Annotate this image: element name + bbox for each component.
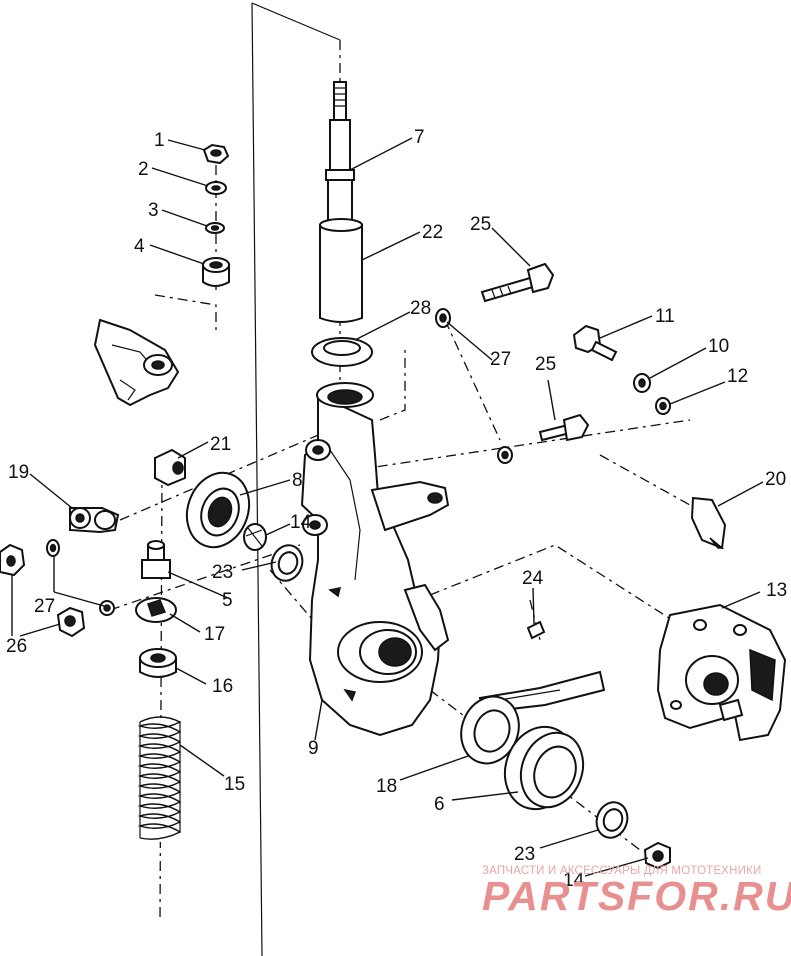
nut-part-1 [202,143,230,165]
brake-caliper-part-13 [656,603,787,742]
washer-part-2 [205,181,227,195]
fitting-part-5 [141,540,171,579]
callout-24: 24 [522,568,544,589]
fitting-part-21 [154,448,186,487]
callout-14-upper: 14 [290,512,312,533]
frame-line-left [251,2,263,956]
drum-part-6 [503,725,585,811]
washer-part-3 [205,222,225,234]
watermark-logo: PARTSFOR.RU [482,873,791,919]
seal-part-8 [185,471,251,549]
callout-13: 13 [766,580,787,601]
washer-part-27-left-lower [99,600,115,616]
bushing-part-4 [202,257,230,287]
callout-27-upper: 27 [490,349,511,370]
callout-23-lower: 23 [514,844,535,865]
nut-part-26-lower [56,606,86,638]
callout-5: 5 [222,590,233,611]
callout-12: 12 [727,366,748,387]
washer-part-27-upper [435,308,451,328]
retainer-part-17 [135,597,177,623]
washer-part-12 [655,397,671,415]
bearing-part-14-upper [243,523,267,551]
watermark-tagline: ЗАПЧАСТИ И АКСЕССУАРЫ ДЛЯ МОТОТЕХНИКИ [482,865,762,877]
callout-9: 9 [308,738,319,759]
callout-3: 3 [148,200,159,221]
steering-knuckle-part-9 [300,382,450,737]
race-part-23-upper [270,544,304,582]
callout-17: 17 [204,624,225,645]
callout-1: 1 [154,130,165,151]
bolt-part-25-upper [480,262,555,303]
race-part-23-lower [595,801,629,839]
spindle-shaft-part-7 [325,81,355,226]
race-part-18 [460,695,520,765]
callout-19: 19 [8,462,29,483]
callout-11: 11 [655,306,675,327]
callout-27-left: 27 [34,596,55,617]
grease-fitting-part-24 [526,620,546,640]
callout-10: 10 [708,336,729,357]
callout-15: 15 [224,774,245,795]
frame-line-top [251,2,341,41]
spring-part-15 [137,716,182,842]
bearing-part-14-lower [643,841,671,870]
seal-ring-part-28 [311,337,373,367]
callout-18: 18 [376,776,397,797]
callout-20: 20 [765,469,786,490]
callout-23-upper: 23 [212,562,233,583]
callout-28: 28 [410,298,431,319]
callout-21: 21 [210,434,231,455]
callout-6: 6 [434,794,445,815]
callout-labels: 1 2 3 4 7 22 25 28 27 11 10 12 25 21 19 … [6,127,787,891]
callout-8: 8 [292,470,303,491]
steering-arm-bracket [93,318,180,407]
callout-16: 16 [212,676,233,697]
callout-2: 2 [138,159,149,180]
clip-part-19 [69,507,120,534]
callout-22: 22 [422,222,443,243]
bolt-part-25-lower [538,413,590,442]
bushing-part-16 [139,648,177,678]
nut-part-26 [0,543,26,577]
washer-part-27-lower [497,446,513,464]
assembly-centerlines [109,40,691,921]
washer-part-27-left [46,539,60,557]
pad-part-20 [690,496,727,550]
callout-4: 4 [134,236,145,257]
washer-part-10 [633,373,651,393]
callout-7: 7 [414,127,425,148]
leader-lines [11,137,764,877]
callout-26: 26 [6,636,27,657]
bolt-part-11 [572,324,618,362]
watermark: ЗАПЧАСТИ И АКСЕССУАРЫ ДЛЯ МОТОТЕХНИКИ PA… [482,865,791,919]
callout-25-lower: 25 [535,354,556,375]
callout-25-upper: 25 [470,214,491,235]
spacer-tube-part-22 [319,218,363,323]
callout-14-lower: 14 [563,870,585,891]
